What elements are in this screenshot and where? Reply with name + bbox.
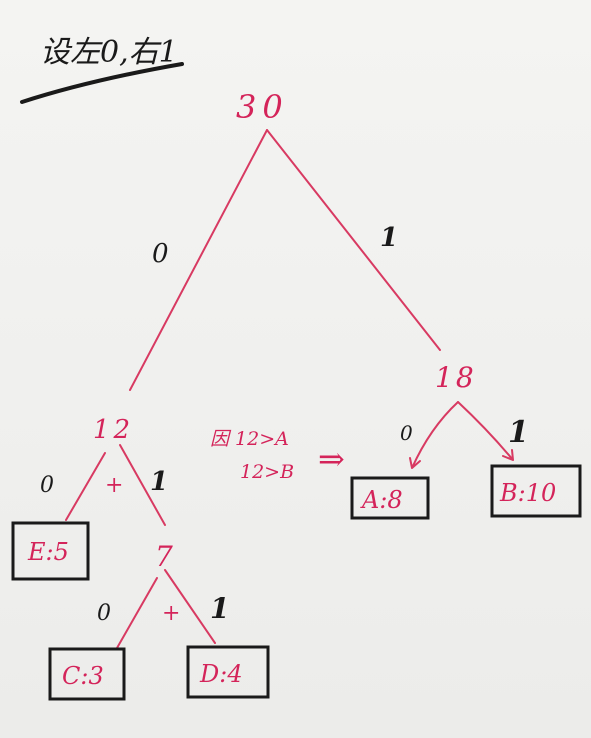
leaf-d-label: D:4 — [199, 660, 243, 688]
title-underline — [20, 62, 184, 104]
note-line-1: 因 12>A — [210, 428, 289, 450]
leaf-d: D:4 — [186, 645, 270, 699]
leaf-e: E:5 — [11, 521, 90, 581]
note-arrow: ⇒ — [318, 440, 345, 478]
node-12: 12 — [93, 415, 134, 445]
edge-root-right — [266, 129, 441, 351]
title-text: 设左0,右1 — [40, 35, 178, 70]
edge-label-18-left: 0 — [400, 421, 413, 445]
edge-18-left — [409, 401, 459, 469]
edge-root-left — [129, 129, 268, 391]
edge-7-left — [116, 577, 158, 649]
edge-7-right — [164, 569, 216, 644]
leaf-c-box — [48, 647, 126, 701]
edge-12-left — [65, 452, 106, 521]
leaf-b-label: B:10 — [499, 479, 556, 507]
leaf-d-box — [186, 645, 270, 699]
plus-sign-7: + — [162, 601, 180, 626]
leaf-e-label: E:5 — [27, 538, 69, 566]
edge-label-12-left: 0 — [40, 473, 54, 498]
edge-label-7-left: 0 — [97, 601, 111, 626]
leaf-c-label: C:3 — [62, 662, 104, 690]
note-line-2: 12>B — [240, 461, 294, 483]
leaf-c: C:3 — [48, 647, 126, 701]
plus-sign-12: + — [105, 473, 123, 498]
edge-18-right — [457, 401, 514, 461]
leaf-e-box — [11, 521, 90, 581]
node-root: 30 — [236, 88, 289, 126]
edge-label-18-right: 1 — [508, 415, 529, 450]
leaf-b-box — [490, 464, 582, 518]
leaf-a-box — [350, 476, 430, 520]
node-18: 18 — [435, 361, 477, 394]
edge-label-root-right: 1 — [380, 223, 398, 253]
edge-label-root-left: 0 — [152, 239, 169, 269]
leaf-b: B:10 — [490, 464, 582, 518]
edge-label-7-right: 1 — [210, 592, 229, 625]
leaf-a: A:8 — [350, 476, 430, 520]
node-7: 7 — [155, 540, 173, 573]
leaf-a-label: A:8 — [360, 486, 403, 514]
edge-12-right — [119, 444, 166, 526]
edge-label-12-right: 1 — [150, 467, 168, 497]
